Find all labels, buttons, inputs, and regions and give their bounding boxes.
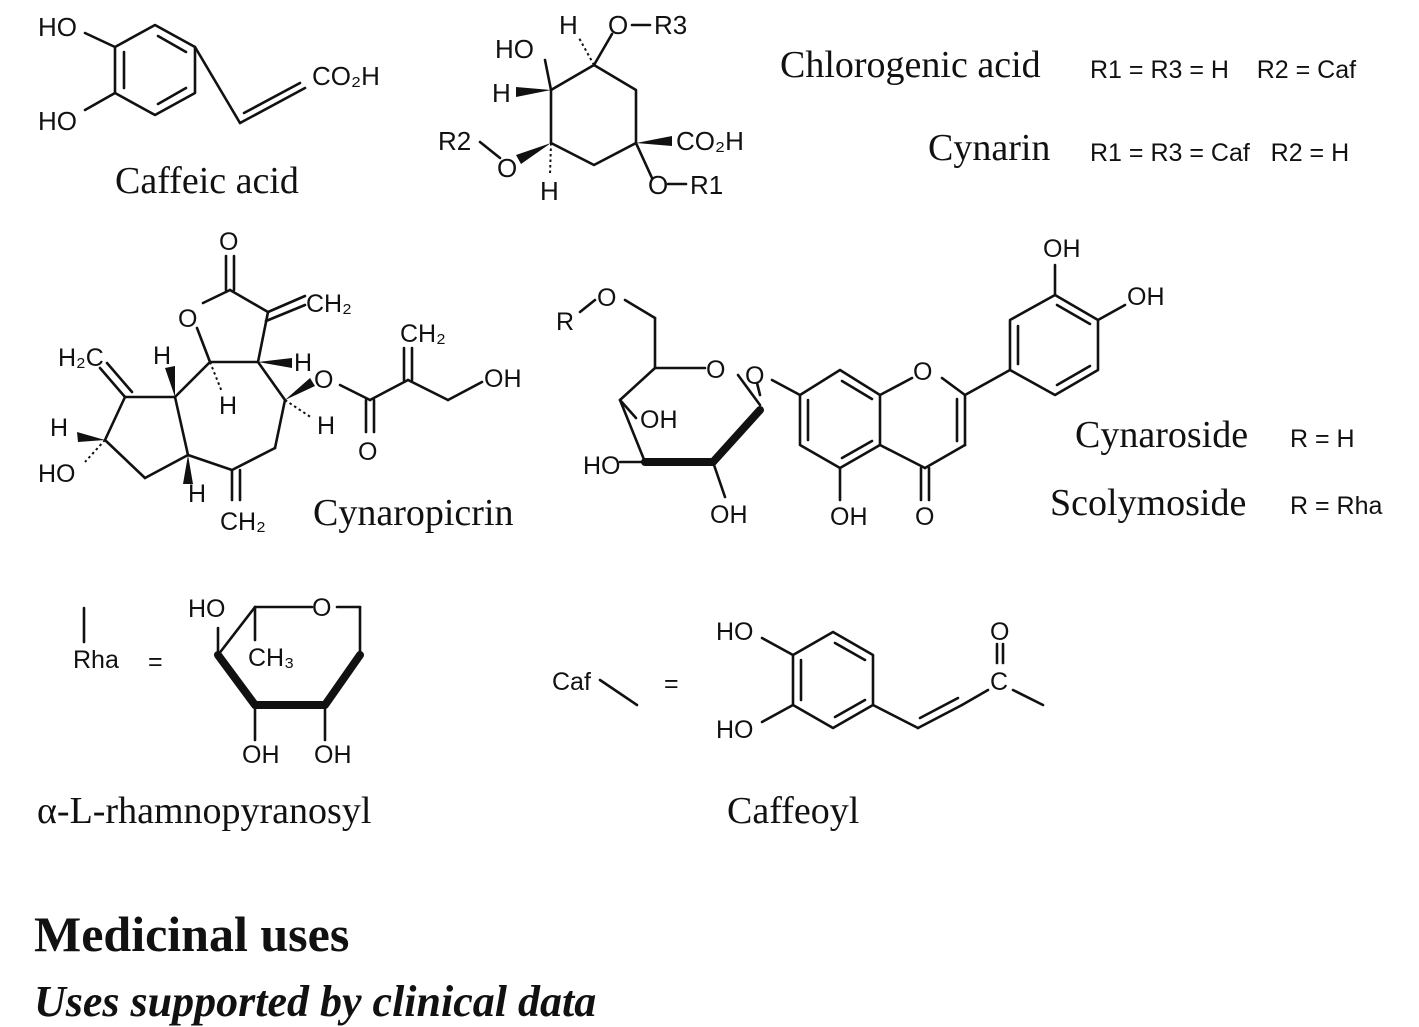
caffeoyl-structure: Caf = HO HO O C xyxy=(552,618,1045,744)
atom-label: O xyxy=(597,284,616,312)
atom-label: O xyxy=(648,170,668,200)
atom-label: OH xyxy=(484,365,522,393)
cynaropicrin-structure: O O CH₂ H₂C H H H O H H HO H CH₂ CH₂ OH … xyxy=(38,228,522,536)
atom-label: HO xyxy=(495,34,534,64)
atom-label: O xyxy=(314,366,333,394)
atom-label: OH xyxy=(242,741,280,769)
caffeic-acid-structure: HO HO CO₂H xyxy=(38,12,380,136)
atom-label: O xyxy=(312,594,331,622)
caffeic-acid-label: Caffeic acid xyxy=(115,160,299,202)
flavone-glycoside-structure: R O O O OH HO OH O OH O OH OH xyxy=(556,235,1165,531)
atom-label: H xyxy=(219,392,237,420)
atom-label: CO₂H xyxy=(312,61,380,91)
atom-label: H xyxy=(540,176,559,206)
atom-label: = xyxy=(664,670,679,698)
atom-label: H xyxy=(188,480,206,508)
atom-label: R1 xyxy=(690,170,723,200)
atom-label: HO xyxy=(38,106,77,136)
atom-label: OH xyxy=(830,503,868,531)
atom-label: O xyxy=(745,362,764,390)
chlorogenic-acid-label: Chlorogenic acid xyxy=(780,44,1041,86)
atom-label: O xyxy=(497,153,517,183)
atom-label: CO₂H xyxy=(676,126,744,156)
atom-label: HO xyxy=(583,452,621,480)
chlorogenic-acid-substituents: R1 = R3 = H R2 = Caf xyxy=(1090,56,1356,84)
atom-label: Rha xyxy=(73,646,119,674)
atom-label: OH xyxy=(1043,235,1081,263)
chemical-structures-figure: HO HO CO₂H Caffeic acid H O R3 HO H CO₂H… xyxy=(37,10,1383,832)
atom-label: OH xyxy=(640,406,678,434)
atom-label: HO xyxy=(38,460,76,488)
cynarin-substituents: R1 = R3 = Caf R2 = H xyxy=(1090,139,1349,167)
atom-label: OH xyxy=(710,501,748,529)
atom-label: O xyxy=(178,305,197,333)
atom-label: H xyxy=(317,412,335,440)
scolymoside-label: Scolymoside xyxy=(1050,482,1246,524)
atom-label: O xyxy=(608,10,628,40)
atom-label: H xyxy=(559,10,578,40)
atom-label: O xyxy=(915,503,934,531)
atom-label: OH xyxy=(314,741,352,769)
atom-label: O xyxy=(358,438,377,466)
atom-label: H₂C xyxy=(58,344,104,372)
caffeoyl-label: Caffeoyl xyxy=(727,790,859,832)
atom-label: HO xyxy=(38,12,77,42)
atom-label: C xyxy=(990,668,1008,696)
cynaroside-substituent: R = H xyxy=(1290,425,1355,453)
atom-label: R2 xyxy=(438,126,471,156)
atom-label: = xyxy=(148,648,163,676)
atom-label: H xyxy=(492,78,511,108)
atom-label: Caf xyxy=(552,668,591,696)
atom-label: CH₃ xyxy=(248,644,294,672)
atom-label: HO xyxy=(188,595,226,623)
atom-label: CH₂ xyxy=(306,290,352,318)
atom-label: H xyxy=(294,349,312,377)
section-subtitle: Uses supported by clinical data xyxy=(34,977,597,1026)
cynaroside-label: Cynaroside xyxy=(1075,414,1248,456)
rhamnose-structure: Rha = HO O CH₃ OH OH xyxy=(73,594,364,769)
atom-label: H xyxy=(153,342,171,370)
atom-label: OH xyxy=(1127,283,1165,311)
atom-label: O xyxy=(706,356,725,384)
atom-label: HO xyxy=(716,716,754,744)
atom-label: CH₂ xyxy=(220,508,266,536)
section-title: Medicinal uses xyxy=(34,906,350,962)
cynarin-label: Cynarin xyxy=(928,127,1050,169)
atom-label: CH₂ xyxy=(400,320,446,348)
atom-label: O xyxy=(913,358,932,386)
rhamnopyranosyl-label: α-L-rhamnopyranosyl xyxy=(37,790,371,832)
atom-label: H xyxy=(50,414,68,442)
scolymoside-substituent: R = Rha xyxy=(1290,492,1383,520)
atom-label: R xyxy=(556,308,574,336)
atom-label: HO xyxy=(716,618,754,646)
atom-label: O xyxy=(990,618,1009,646)
quinic-acid-structure: H O R3 HO H CO₂H R2 O H O R1 xyxy=(438,10,744,206)
cynaropicrin-label: Cynaropicrin xyxy=(313,492,514,534)
atom-label: O xyxy=(219,228,238,256)
atom-label: R3 xyxy=(654,10,687,40)
